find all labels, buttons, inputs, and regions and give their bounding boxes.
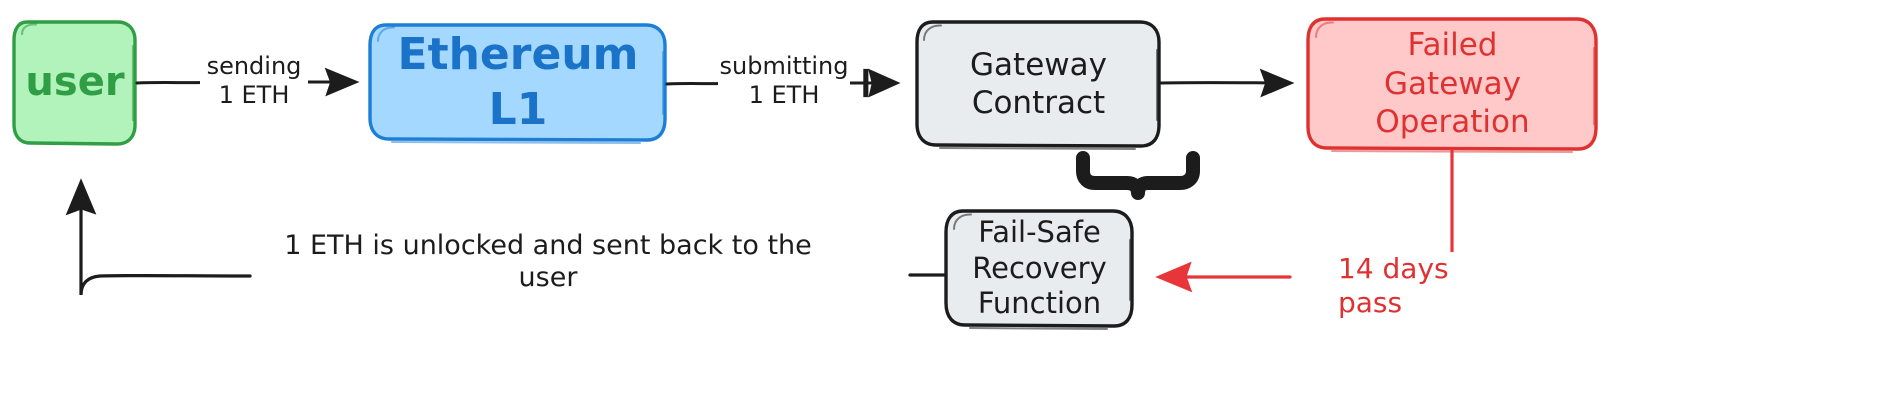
edge-ethereum-to-gateway-line-a <box>665 82 724 86</box>
edge-failsafe-to-user-line-b <box>65 178 252 296</box>
node-user-sketch-overstroke <box>20 23 135 122</box>
node-failsafe-recovery-function-sketch-overstroke <box>953 213 1131 330</box>
node-failsafe-recovery-function-shape <box>944 209 1134 328</box>
node-user-shape <box>12 20 137 146</box>
edge-label-sending-1-eth: sending 1 ETH <box>200 52 308 110</box>
edge-label-14-days-pass: 14 days pass <box>1338 252 1518 320</box>
node-gateway-contract-shape <box>915 20 1161 148</box>
curly-brace-icon <box>1076 151 1200 200</box>
node-failed-gateway-operation[interactable] <box>1306 17 1598 154</box>
edge-label-submitting-1-eth: submitting 1 ETH <box>718 52 850 110</box>
node-ethereum-l1-sketch-overstroke <box>376 26 665 145</box>
node-ethereum-l1[interactable] <box>368 23 667 145</box>
node-gateway-contract-sketch-overstroke <box>923 24 1158 150</box>
edge-user-to-ethereum <box>135 67 360 97</box>
node-failed-gateway-operation-shape <box>1306 17 1598 151</box>
node-failsafe-recovery-function[interactable] <box>944 209 1134 330</box>
node-user[interactable] <box>12 20 137 146</box>
edge-label-eth-unlocked-returned: 1 ETH is unlocked and sent back to the u… <box>252 230 844 295</box>
edge-gateway-to-failsafe <box>1076 151 1200 200</box>
node-gateway-contract[interactable] <box>915 20 1161 150</box>
node-ethereum-l1-shape <box>368 23 667 142</box>
edge-failsafe-to-user <box>65 178 946 296</box>
edge-user-to-ethereum-line-a <box>135 81 205 85</box>
